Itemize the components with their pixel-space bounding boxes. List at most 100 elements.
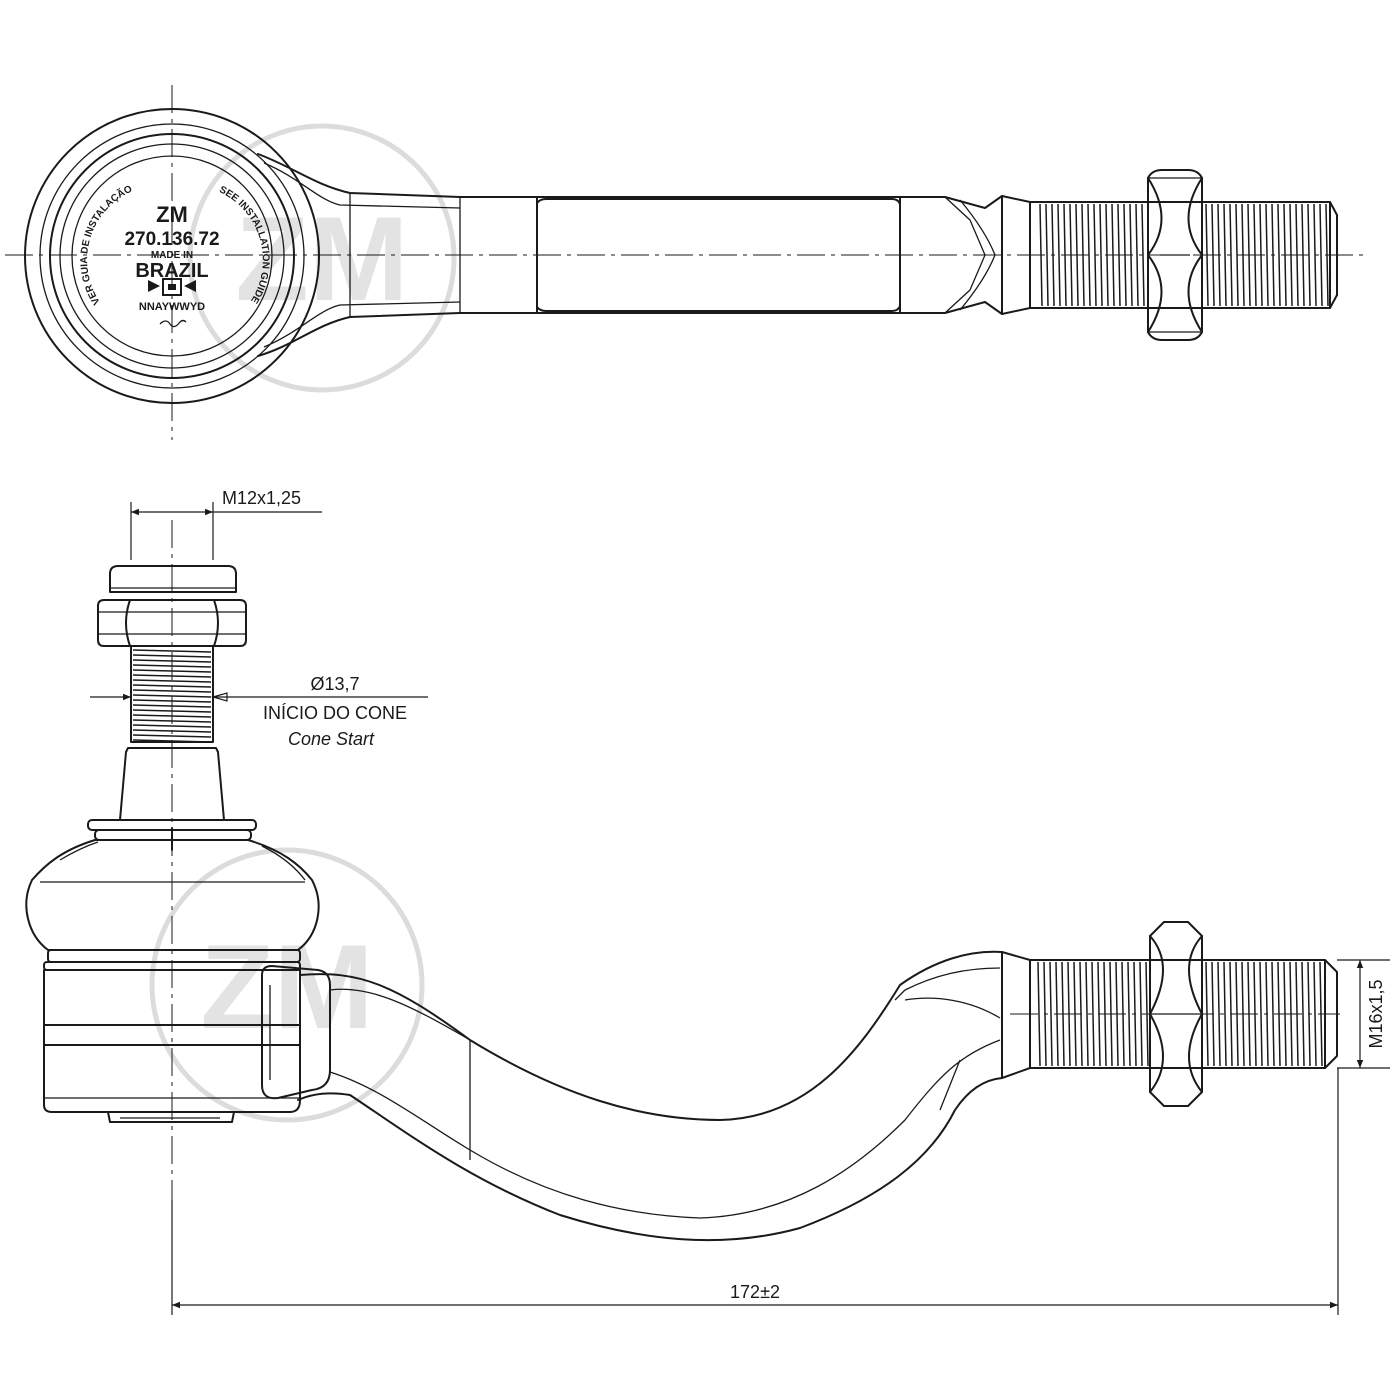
thread-line (132, 689, 212, 693)
thread-line (1283, 961, 1287, 1067)
thread-line (1319, 961, 1323, 1067)
thread-line (1217, 203, 1221, 307)
dim-stud-thread-label: M12x1,25 (222, 488, 301, 508)
dim-cone-start-en: Cone Start (288, 729, 375, 749)
thread-line (1241, 961, 1245, 1067)
thread-line (1141, 203, 1145, 307)
thread-line (1079, 961, 1083, 1067)
thread-line (1259, 961, 1263, 1067)
watermark-bottom: ZM (149, 847, 425, 1123)
thread-line (132, 714, 212, 718)
thread-line (1135, 203, 1139, 307)
thread-line (1127, 961, 1131, 1067)
dim-rod-thread-label: M16x1,5 (1366, 979, 1386, 1048)
thread-line (1319, 203, 1323, 307)
thread-line (1253, 961, 1257, 1067)
thread-line (1295, 203, 1299, 307)
thread-line (1133, 961, 1137, 1067)
thread-line (132, 684, 212, 688)
dimension-overall-length: 172±2 (171, 1068, 1339, 1315)
thread-line (1039, 203, 1043, 307)
thread-line (1307, 203, 1311, 307)
thread-line (1295, 961, 1299, 1067)
ball-housing (43, 969, 301, 1113)
thread-line (1211, 961, 1215, 1067)
thread-line (132, 674, 212, 678)
thread-line (1205, 961, 1209, 1067)
thread-line (1121, 961, 1125, 1067)
stud-threaded-section (130, 645, 214, 743)
thread-line (1045, 203, 1049, 307)
thread-line (132, 724, 212, 728)
thread-line (1085, 961, 1089, 1067)
thread-line (1271, 203, 1275, 307)
thread-line (1069, 203, 1073, 307)
thread-line (1093, 203, 1097, 307)
thread-line (132, 699, 212, 703)
thread-line (1051, 203, 1055, 307)
thread-line (1145, 961, 1149, 1067)
thread-line (1301, 203, 1305, 307)
thread-line (1111, 203, 1115, 307)
thread-line (1307, 961, 1311, 1067)
thread-line (132, 704, 212, 708)
thread-line (132, 669, 212, 673)
thread-line (1301, 961, 1305, 1067)
thread-line (1325, 203, 1329, 307)
thread-line (1109, 961, 1113, 1067)
thread-line (1063, 203, 1067, 307)
thread-line (1091, 961, 1095, 1067)
thread-line (1049, 961, 1053, 1067)
side-threaded-rod (1029, 959, 1338, 1069)
thread-line (1205, 203, 1209, 307)
thread-line (1235, 961, 1239, 1067)
thread-line (1075, 203, 1079, 307)
thread-line (1265, 203, 1269, 307)
thread-line (1061, 961, 1065, 1067)
dimension-cone-diameter: Ø13,7 INÍCIO DO CONE Cone Start (90, 674, 428, 749)
thread-line (1211, 203, 1215, 307)
thread-line (1037, 961, 1041, 1067)
thread-line (1247, 961, 1251, 1067)
thread-line (1105, 203, 1109, 307)
thread-line (1283, 203, 1287, 307)
thread-line (1241, 203, 1245, 307)
thread-line (132, 719, 212, 723)
thread-line (1139, 961, 1143, 1067)
thread-line (1223, 961, 1227, 1067)
thread-line (1313, 203, 1317, 307)
cap-date-code: NNAYWWYD (139, 301, 205, 313)
cap-signature-icon (159, 319, 187, 328)
thread-line (132, 729, 212, 733)
thread-line (1081, 203, 1085, 307)
stud-top-cap (109, 565, 237, 593)
dim-cone-diameter-label: Ø13,7 (310, 674, 359, 694)
thread-line (1313, 961, 1317, 1067)
thread-line (1289, 961, 1293, 1067)
thread-line (1271, 961, 1275, 1067)
thread-line (1229, 961, 1233, 1067)
thread-line (132, 659, 212, 663)
top-threaded-rod (1029, 201, 1338, 309)
thread-line (1235, 203, 1239, 307)
top-hex-nut (1147, 169, 1203, 341)
thread-line (132, 694, 212, 698)
thread-line (1253, 203, 1257, 307)
dim-overall-length-label: 172±2 (730, 1282, 780, 1302)
thread-line (1073, 961, 1077, 1067)
thread-line (1117, 203, 1121, 307)
cap-part-number: 270.136.72 (124, 229, 219, 250)
thread-line (132, 734, 212, 738)
watermark-top: ZM (187, 123, 457, 393)
thread-line (132, 649, 212, 653)
stud-hex-nut (97, 599, 247, 647)
thread-line (1277, 203, 1281, 307)
thread-line (1115, 961, 1119, 1067)
thread-line (132, 664, 212, 668)
thread-line (1099, 203, 1103, 307)
thread-line (132, 654, 212, 658)
thread-line (132, 739, 212, 743)
dim-cone-start-pt: INÍCIO DO CONE (263, 703, 407, 723)
cap-brand: ZM (156, 202, 188, 227)
